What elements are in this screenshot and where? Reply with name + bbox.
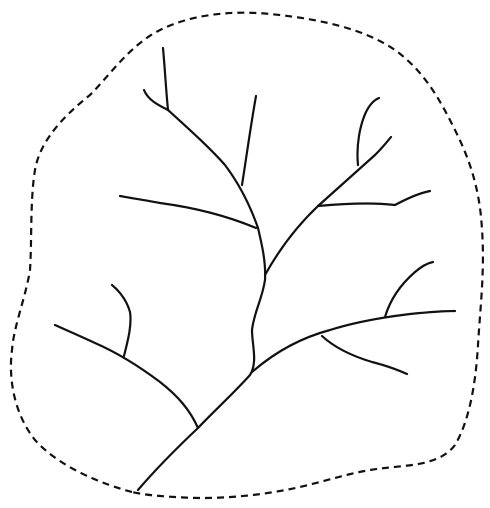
tributary-top-left-main <box>163 48 168 110</box>
tributary-lower-right-upper-fork <box>385 262 433 317</box>
tributary-top-left-minor <box>144 90 168 110</box>
tributary-lower-left-main <box>55 325 198 428</box>
main-stream <box>138 110 265 490</box>
tributary-upper-right-side <box>318 191 430 206</box>
watershed-boundary <box>11 13 483 498</box>
tributary-lower-right-lower-fork <box>322 336 407 374</box>
tributary-mid-left <box>120 196 256 228</box>
tributary-lower-right-main <box>252 311 455 372</box>
tributary-top-middle <box>242 96 256 185</box>
tributary-lower-left-fork <box>112 285 131 356</box>
